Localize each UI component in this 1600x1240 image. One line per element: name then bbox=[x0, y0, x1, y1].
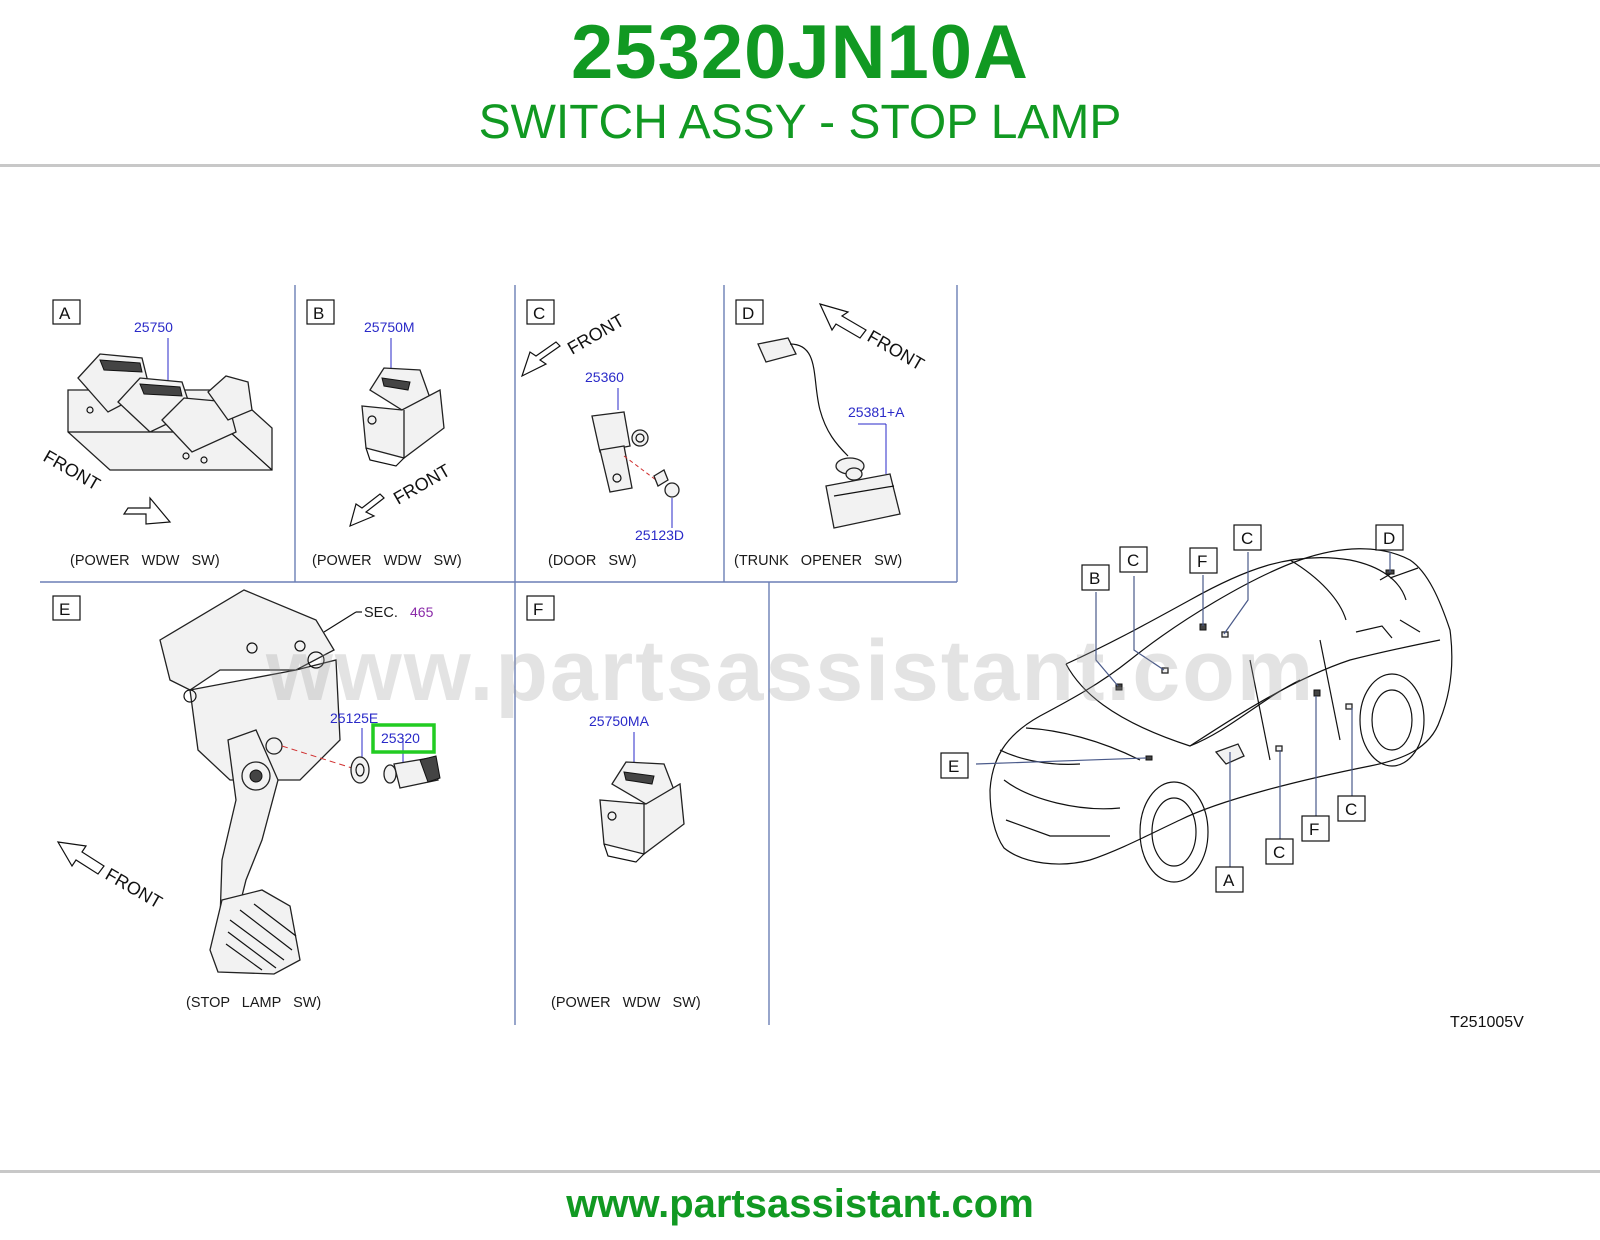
panel-a-caption: (POWER WDW SW) bbox=[70, 553, 220, 569]
car-callout-letter: C bbox=[1273, 843, 1285, 862]
highlighted-part-box[interactable] bbox=[371, 723, 436, 754]
car-callout-box bbox=[1375, 524, 1404, 551]
part-number-25750ma[interactable]: 25750MA bbox=[589, 713, 650, 729]
panel-a: A 25750 FRONT (POWER WDW SW) bbox=[40, 299, 273, 569]
section-ref-number[interactable]: 465 bbox=[410, 604, 434, 620]
panel-c-letter: C bbox=[533, 304, 545, 323]
part-number-25125e[interactable]: 25125E bbox=[330, 710, 378, 726]
panel-grid bbox=[40, 285, 958, 1025]
screw-drawing bbox=[653, 469, 680, 498]
section-ref-prefix: SEC. bbox=[364, 605, 398, 621]
car-callout-letter: F bbox=[1309, 820, 1319, 839]
part-number-25360[interactable]: 25360 bbox=[585, 369, 624, 385]
front-label-e: FRONT bbox=[102, 864, 166, 912]
car-callout-5[interactable]: E bbox=[940, 752, 969, 779]
header-divider bbox=[0, 164, 1600, 167]
panel-c-caption: (DOOR SW) bbox=[548, 553, 637, 569]
car-callout-2[interactable]: F bbox=[1189, 547, 1218, 574]
car-callout-box bbox=[1301, 815, 1330, 842]
car-callout-labels: B C F C D E A C F C bbox=[940, 524, 1404, 893]
part-number-25750[interactable]: 25750 bbox=[134, 319, 173, 335]
sedan-outline-drawing bbox=[989, 548, 1453, 883]
car-callout-box bbox=[1119, 546, 1148, 573]
car-callout-box bbox=[1233, 524, 1262, 551]
panel-f-caption: (POWER WDW SW) bbox=[551, 995, 701, 1011]
front-label-d: FRONT bbox=[864, 326, 928, 374]
panel-a-letter: A bbox=[59, 304, 71, 323]
car-callout-letter: C bbox=[1345, 800, 1357, 819]
front-arrow-b bbox=[349, 493, 385, 528]
panel-d-letter: D bbox=[742, 304, 754, 323]
part-number-title: 25320JN10A bbox=[571, 10, 1029, 95]
car-callout-3[interactable]: C bbox=[1233, 524, 1262, 551]
part-number-25750m[interactable]: 25750M bbox=[364, 319, 415, 335]
car-callout-box bbox=[1215, 866, 1244, 893]
power-window-switch-master-drawing bbox=[67, 353, 273, 471]
car-callout-6[interactable]: A bbox=[1215, 866, 1244, 893]
car-callout-box bbox=[1081, 564, 1110, 591]
car-callout-box bbox=[940, 752, 969, 779]
brake-pedal-assembly-drawing bbox=[159, 589, 341, 975]
trunk-opener-switch-drawing bbox=[757, 337, 901, 529]
front-label-b: FRONT bbox=[390, 460, 454, 508]
part-number-25381a[interactable]: 25381+A bbox=[848, 404, 905, 420]
power-window-switch-passenger-drawing bbox=[599, 761, 685, 863]
part-name-subtitle: SWITCH ASSY - STOP LAMP bbox=[478, 96, 1122, 149]
car-callout-1[interactable]: C bbox=[1119, 546, 1148, 573]
power-window-switch-single-drawing bbox=[361, 367, 445, 467]
panel-e: E SEC. 465 25125E bbox=[52, 589, 441, 1011]
vehicle-overview: B C F C D E A C F C bbox=[940, 524, 1453, 893]
car-callout-box bbox=[1337, 795, 1366, 822]
panel-d-caption: (TRUNK OPENER SW) bbox=[734, 553, 902, 569]
car-callout-letter: C bbox=[1241, 529, 1253, 548]
part-number-25320[interactable]: 25320 bbox=[381, 730, 420, 746]
parts-diagram: A 25750 FRONT (POWER WDW SW) B 25750M bbox=[40, 285, 1524, 1031]
door-switch-drawing bbox=[591, 411, 649, 493]
car-callout-letter: D bbox=[1383, 529, 1395, 548]
front-label-c: FRONT bbox=[564, 310, 628, 358]
footer-url[interactable]: www.partsassistant.com bbox=[566, 1182, 1034, 1226]
car-callout-letter: C bbox=[1127, 551, 1139, 570]
car-callout-letter: F bbox=[1197, 552, 1207, 571]
car-callout-letter: E bbox=[948, 757, 959, 776]
panel-b: B 25750M FRONT (POWER WDW SW) bbox=[306, 299, 462, 569]
stop-lamp-switch-drawing bbox=[383, 755, 441, 789]
car-callout-letter: B bbox=[1089, 569, 1100, 588]
callout-leaders bbox=[975, 552, 1391, 868]
part-number-25123d[interactable]: 25123D bbox=[635, 527, 684, 543]
panel-d: D FRONT 25381+A (TRUNK OPENER SW) bbox=[734, 299, 928, 569]
front-arrow-e bbox=[56, 841, 105, 875]
car-callout-8[interactable]: F bbox=[1301, 815, 1330, 842]
car-callout-0[interactable]: B bbox=[1081, 564, 1110, 591]
car-callout-4[interactable]: D bbox=[1375, 524, 1404, 551]
footer-divider bbox=[0, 1170, 1600, 1173]
watermark: www.partsassistant.com bbox=[265, 623, 1315, 719]
panel-f: F 25750MA (POWER WDW SW) bbox=[526, 595, 701, 1011]
clip-drawing bbox=[350, 756, 370, 784]
car-callout-letter: A bbox=[1223, 871, 1235, 890]
front-arrow-c bbox=[520, 341, 561, 378]
panel-f-letter: F bbox=[533, 600, 543, 619]
car-callout-9[interactable]: C bbox=[1337, 795, 1366, 822]
front-arrow-d bbox=[818, 303, 867, 339]
panel-e-letter: E bbox=[59, 600, 70, 619]
car-callout-7[interactable]: C bbox=[1265, 838, 1294, 865]
front-arrow-a bbox=[122, 496, 172, 525]
panel-b-letter: B bbox=[313, 304, 324, 323]
car-callout-box bbox=[1265, 838, 1294, 865]
car-callout-box bbox=[1189, 547, 1218, 574]
panel-c: C FRONT 25360 25123D (DOOR SW) bbox=[520, 299, 684, 569]
diagram-code: T251005V bbox=[1450, 1014, 1524, 1031]
panel-e-caption: (STOP LAMP SW) bbox=[186, 995, 321, 1011]
panel-b-caption: (POWER WDW SW) bbox=[312, 553, 462, 569]
